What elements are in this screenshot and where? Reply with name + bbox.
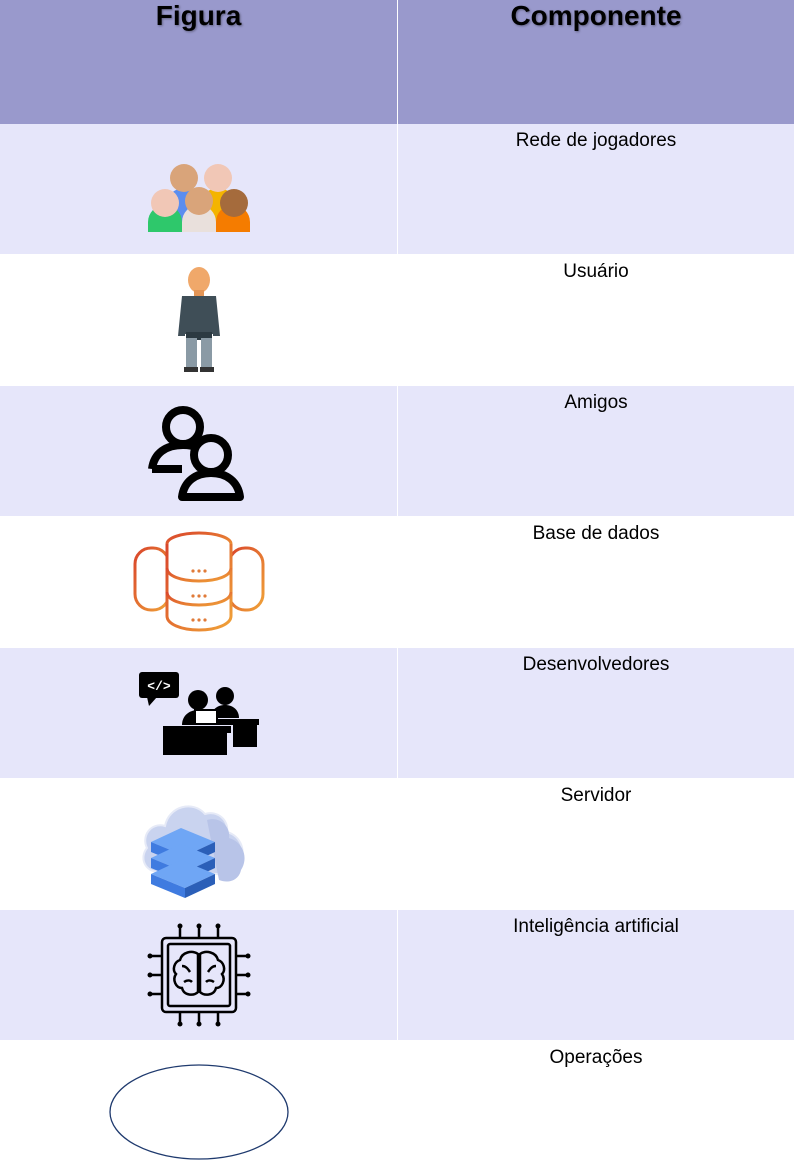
figure-cell [0, 1041, 398, 1171]
friends-icon [147, 399, 251, 503]
figure-cell [0, 124, 398, 255]
component-cell: Base de dados [398, 517, 794, 648]
component-cell: Usuário [398, 255, 794, 386]
figure-cell [0, 255, 398, 386]
component-cell: Operações [398, 1041, 794, 1171]
figure-cell [0, 517, 398, 648]
table-row: Usuário [0, 255, 794, 386]
table-row: Inteligência artificial [0, 910, 794, 1041]
table-row: Rede de jogadores [0, 124, 794, 255]
table-row: Amigos [0, 386, 794, 517]
component-cell: Amigos [398, 386, 794, 517]
component-cell: Desenvolvedores [398, 648, 794, 779]
user-icon [174, 266, 224, 374]
database-icon [132, 530, 266, 634]
component-cell: Rede de jogadores [398, 124, 794, 255]
header-component: Componente [398, 0, 794, 124]
component-cell: Inteligência artificial [398, 910, 794, 1041]
figure-cell: </> [0, 648, 398, 779]
ellipse-icon [107, 1062, 291, 1162]
players-network-icon [144, 144, 254, 234]
ai-brain-chip-icon [146, 922, 252, 1028]
table-header-row: Figura Componente [0, 0, 794, 124]
component-cell: Servidor [398, 779, 794, 910]
figure-cell [0, 779, 398, 910]
table-row: Base de dados [0, 517, 794, 648]
svg-text:</>: </> [147, 679, 171, 694]
header-figure: Figura [0, 0, 398, 124]
table-row: Operações [0, 1041, 794, 1171]
figure-cell [0, 910, 398, 1041]
table-row: Servidor [0, 779, 794, 910]
cloud-server-icon [137, 784, 261, 904]
table-row: </> Desenvolvedores [0, 648, 794, 779]
figure-cell [0, 386, 398, 517]
developers-icon: </> [137, 670, 261, 756]
